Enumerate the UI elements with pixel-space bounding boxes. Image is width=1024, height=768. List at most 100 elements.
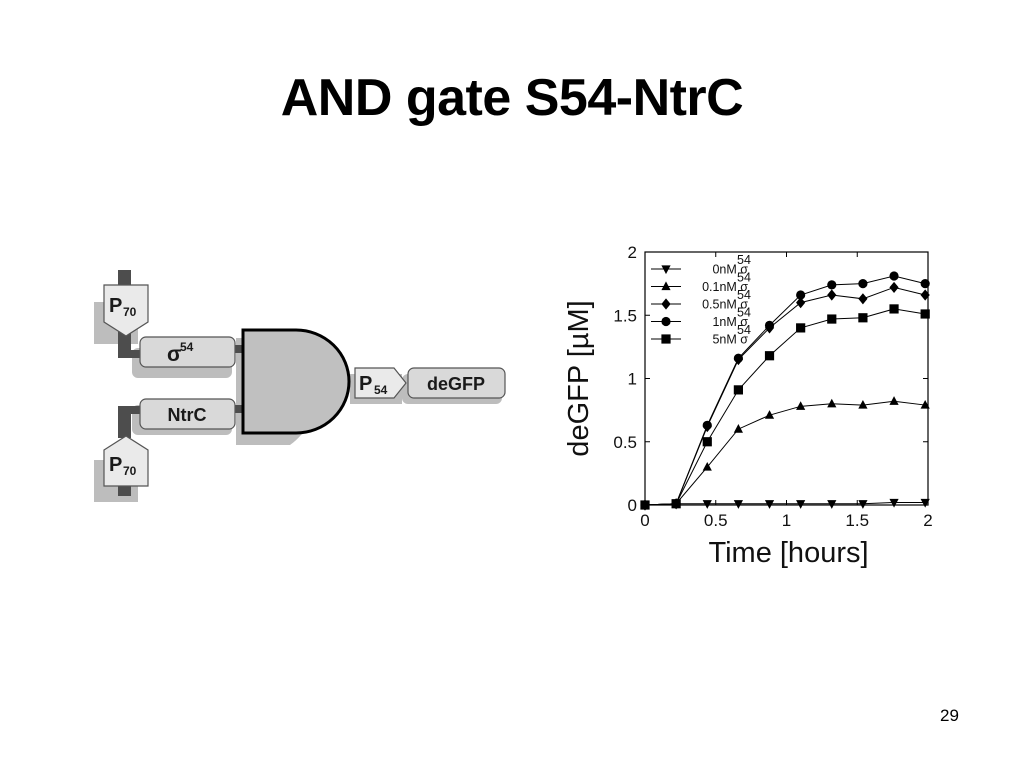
data-point: [920, 279, 930, 289]
data-point: [796, 500, 806, 509]
series-0: [640, 498, 930, 511]
data-point: [671, 499, 681, 509]
data-point: [702, 420, 712, 430]
data-point: [889, 304, 899, 314]
x-tick-label: 1.5: [845, 511, 869, 530]
data-point: [858, 500, 868, 509]
legend-marker: [661, 281, 671, 291]
promoter-p70-bottom: P 70: [103, 435, 149, 487]
gene-sigma-symbol: σ: [167, 343, 181, 366]
data-point: [640, 499, 650, 511]
data-point: [702, 420, 712, 433]
data-point: [671, 498, 681, 508]
data-point: [640, 501, 650, 511]
legend-label-superscript: 54: [737, 306, 751, 320]
data-point: [764, 351, 775, 361]
data-point: [889, 271, 899, 281]
gene-sigma-superscript: 54: [180, 340, 194, 354]
data-point: [858, 279, 868, 289]
x-tick-label: 2: [923, 511, 932, 530]
data-point: [702, 437, 712, 447]
data-point: [920, 498, 930, 508]
data-point: [733, 500, 743, 509]
promoter-top-subscript: 70: [123, 305, 137, 319]
data-point: [671, 500, 681, 509]
x-tick-label: 1: [782, 511, 791, 530]
data-point: [796, 297, 806, 309]
promoter-bottom-letter: P: [109, 454, 122, 476]
promoter-p54: P 54: [354, 367, 407, 399]
legend-label: 0nM σ: [712, 263, 748, 277]
data-point: [733, 424, 743, 433]
data-point: [702, 461, 712, 471]
promoter-p54-subscript: 54: [374, 383, 388, 397]
data-point: [764, 500, 775, 509]
series-2: [640, 281, 930, 511]
legend-marker: [661, 334, 671, 344]
data-point: [702, 500, 712, 509]
x-tick-label: 0.5: [704, 511, 728, 530]
y-tick-label: 2: [628, 243, 637, 262]
legend-marker: [661, 265, 671, 275]
series-1: [640, 396, 930, 509]
series-4: [640, 304, 930, 510]
y-tick-label: 1.5: [613, 306, 637, 325]
x-axis-label: Time [hours]: [708, 537, 868, 569]
legend-label: 5nM σ: [712, 333, 748, 347]
y-tick-label: 0.5: [613, 433, 637, 452]
data-point: [733, 353, 743, 363]
data-point: [733, 353, 743, 366]
data-point: [640, 500, 650, 510]
promoter-bottom-subscript: 70: [123, 464, 137, 478]
gene-degfp: deGFP: [407, 367, 506, 399]
data-point: [733, 385, 743, 395]
data-point: [889, 396, 899, 405]
data-point: [640, 499, 650, 509]
data-point: [827, 314, 837, 324]
legend-marker: [661, 316, 671, 327]
y-tick-label: 1: [628, 370, 637, 389]
data-point: [827, 280, 837, 290]
gene-degfp-label: deGFP: [427, 374, 485, 394]
data-point: [827, 398, 837, 408]
data-point: [920, 289, 930, 301]
data-point: [920, 399, 930, 409]
and-gate-circuit-diagram: P 70 σ 54 NtrC P 70 P 54 deGFP: [94, 270, 506, 502]
series-line: [644, 275, 926, 506]
gene-ntrc: NtrC: [139, 398, 236, 430]
legend-label: 1nM σ: [712, 315, 748, 329]
legend-label-superscript: 54: [737, 323, 751, 337]
data-point: [764, 410, 775, 419]
data-point: [796, 290, 806, 300]
plot-frame: [644, 251, 929, 506]
promoter-p54-letter: P: [359, 373, 372, 395]
data-point: [640, 500, 650, 510]
and-gate-symbol: [241, 328, 351, 435]
legend-marker: [661, 298, 671, 310]
x-tick-label: 0: [640, 511, 649, 530]
data-point: [858, 313, 868, 323]
data-point: [671, 498, 681, 510]
slide-title: AND gate S54-NtrC: [280, 69, 744, 127]
data-point: [764, 322, 775, 334]
legend-label: 0.5nM σ: [702, 298, 748, 312]
data-point: [796, 401, 806, 410]
data-point: [889, 281, 899, 294]
data-point: [827, 500, 837, 509]
series-line: [644, 400, 926, 506]
gene-ntrc-label: NtrC: [168, 405, 207, 425]
data-point: [889, 498, 899, 508]
data-point: [827, 289, 837, 301]
y-axis-label: deGFP [µM]: [563, 300, 595, 456]
legend-label-superscript: 54: [737, 288, 751, 302]
data-point: [671, 499, 681, 509]
data-point: [858, 399, 868, 409]
series-line: [644, 286, 926, 506]
data-point: [858, 293, 868, 305]
page-number: 29: [940, 706, 959, 725]
series-3: [640, 271, 930, 510]
y-tick-label: 0: [628, 496, 637, 515]
legend-label: 0.1nM σ: [702, 280, 748, 294]
gene-sigma54: σ 54: [139, 336, 236, 368]
